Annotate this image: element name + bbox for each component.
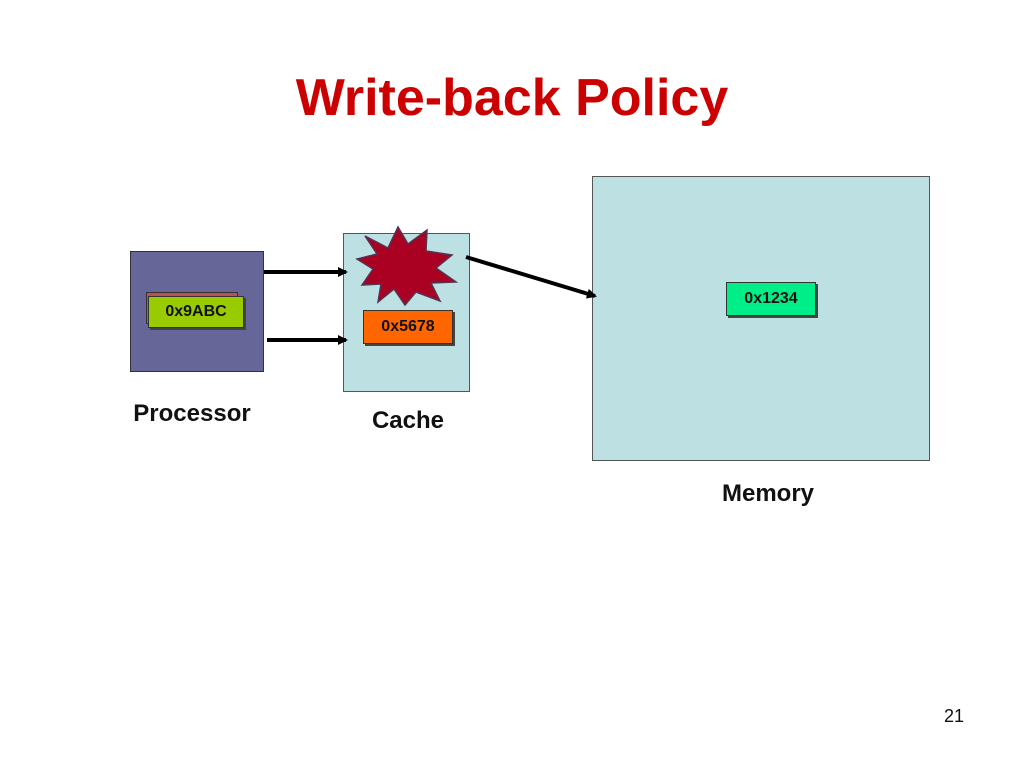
memory-box xyxy=(592,176,930,461)
cache-label: Cache xyxy=(371,407,445,434)
memory-label: Memory xyxy=(721,480,815,507)
page-number: 21 xyxy=(943,706,964,726)
explosion-burst-icon xyxy=(355,225,459,307)
memory-value-tag: 0x1234 xyxy=(726,282,816,316)
cache-to-memory-arrow xyxy=(465,255,597,299)
processor-value-tag: 0x9ABC xyxy=(148,296,244,328)
processor-label: Processor xyxy=(133,400,251,427)
slide-title: Write-back Policy xyxy=(295,69,729,127)
cache-value-tag: 0x5678 xyxy=(363,310,453,344)
